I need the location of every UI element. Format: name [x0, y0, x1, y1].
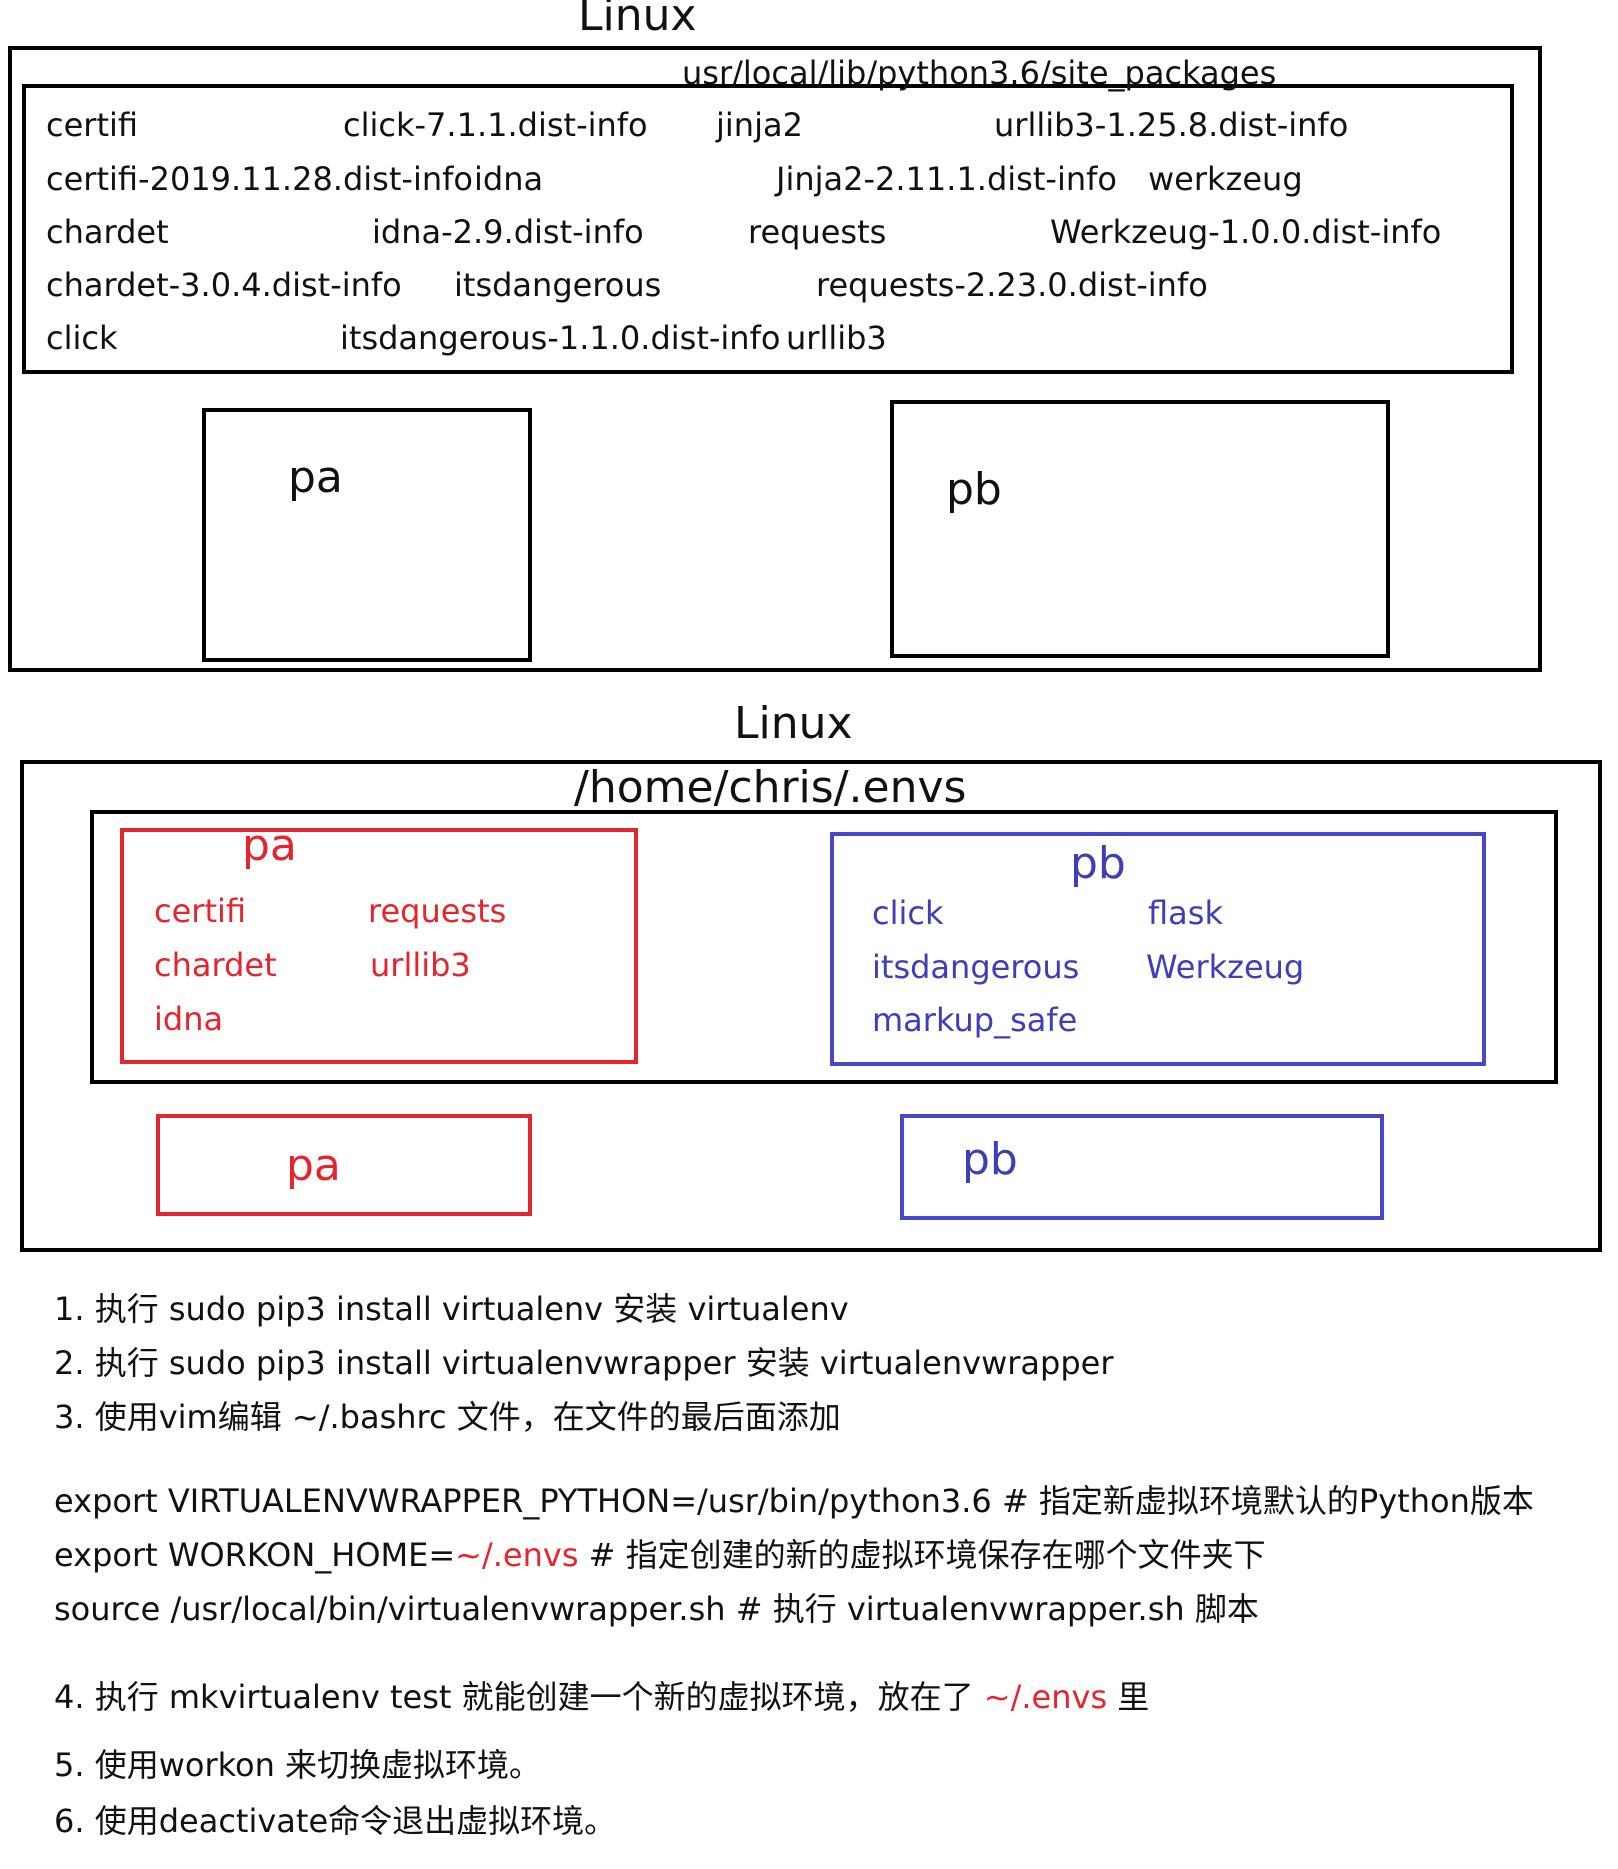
project-pa-label: pa [288, 452, 343, 503]
package-item: requests-2.23.0.dist-info [816, 266, 1208, 304]
step-1: 1. 执行 sudo pip3 install virtualenv 安装 vi… [54, 1290, 849, 1328]
env-pb-package: Werkzeug [1146, 948, 1305, 986]
env-pb-package: itsdangerous [872, 948, 1080, 986]
envs-highlight: ~/.envs [983, 1678, 1108, 1716]
code-line-2: export WORKON_HOME=~/.envs # 指定创建的新的虚拟环境… [54, 1530, 1266, 1576]
package-item: idna [474, 160, 544, 198]
top-linux-title: Linux [578, 0, 697, 41]
env-pa-package: idna [154, 1000, 224, 1038]
env-pa-package: requests [368, 892, 507, 930]
env-pa-label: pa [242, 820, 297, 871]
code-line-2-prefix: export WORKON_HOME= [54, 1536, 456, 1574]
package-item: werkzeug [1148, 160, 1303, 198]
package-item: Jinja2-2.11.1.dist-info [776, 160, 1117, 198]
package-item: urllib3-1.25.8.dist-info [994, 106, 1349, 144]
env-pb-package: click [872, 894, 944, 932]
top-linux-frame [8, 46, 1542, 672]
env-pb-package: markup_safe [872, 1001, 1078, 1039]
package-item: urllib3 [786, 319, 887, 357]
bottom-linux-frame [20, 760, 1602, 1252]
package-item: chardet [46, 213, 169, 251]
envs-highlight: ~/.envs [455, 1536, 579, 1574]
step-5: 5. 使用workon 来切换虚拟环境。 [54, 1746, 542, 1784]
project-pb-blue-box [900, 1114, 1384, 1220]
env-pa-box [120, 828, 638, 1064]
package-item: itsdangerous [454, 266, 662, 304]
project-pb-box [890, 400, 1390, 658]
env-pb-label: pb [1070, 838, 1126, 889]
package-item: itsdangerous-1.1.0.dist-info [340, 319, 781, 357]
package-item: click-7.1.1.dist-info [343, 106, 648, 144]
package-item: chardet-3.0.4.dist-info [46, 266, 402, 304]
code-line-3: source /usr/local/bin/virtualenvwrapper.… [54, 1590, 1259, 1628]
step-4: 4. 执行 mkvirtualenv test 就能创建一个新的虚拟环境，放在了… [54, 1672, 1149, 1718]
package-item: click [46, 319, 118, 357]
step-2: 2. 执行 sudo pip3 install virtualenvwrappe… [54, 1344, 1114, 1382]
step-6: 6. 使用deactivate命令退出虚拟环境。 [54, 1802, 617, 1840]
package-item: jinja2 [716, 106, 803, 144]
envs-frame [90, 810, 1558, 1084]
env-pa-package: urllib3 [370, 946, 471, 984]
env-pb-box [830, 832, 1486, 1066]
bottom-linux-title: Linux [734, 698, 853, 749]
site-packages-path: usr/local/lib/python3.6/site_packages [682, 54, 1277, 92]
env-pa-package: certifi [154, 892, 247, 930]
project-pa-red-box [156, 1114, 532, 1216]
package-item: Werkzeug-1.0.0.dist-info [1050, 213, 1442, 251]
project-pa-box [202, 408, 532, 662]
site-packages-frame [22, 84, 1514, 374]
step-3: 3. 使用vim编辑 ~/.bashrc 文件，在文件的最后面添加 [54, 1398, 841, 1436]
code-line-1: export VIRTUALENVWRAPPER_PYTHON=/usr/bin… [54, 1482, 1534, 1520]
package-item: certifi-2019.11.28.dist-info [46, 160, 473, 198]
step-4-suffix: 里 [1107, 1678, 1150, 1716]
envs-path: /home/chris/.envs [574, 762, 967, 813]
project-pa-red-label: pa [286, 1140, 341, 1191]
package-item: requests [748, 213, 887, 251]
project-pb-blue-label: pb [962, 1134, 1018, 1185]
env-pb-package: flask [1148, 894, 1223, 932]
package-item: idna-2.9.dist-info [372, 213, 644, 251]
step-4-prefix: 4. 执行 mkvirtualenv test 就能创建一个新的虚拟环境，放在了 [54, 1678, 984, 1716]
package-item: certifi [46, 106, 139, 144]
project-pb-label: pb [946, 464, 1002, 515]
env-pa-package: chardet [154, 946, 277, 984]
code-line-2-comment: # 指定创建的新的虚拟环境保存在哪个文件夹下 [578, 1536, 1266, 1574]
